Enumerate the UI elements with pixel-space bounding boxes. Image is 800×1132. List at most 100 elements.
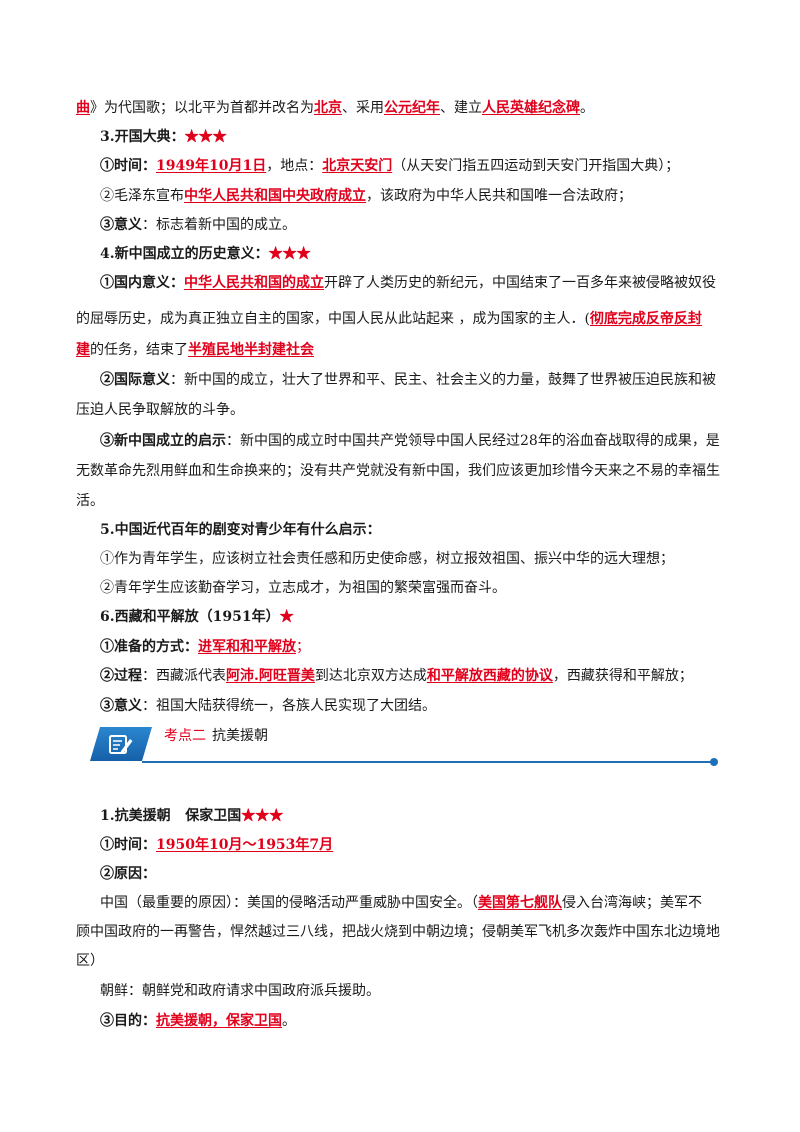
highlight-term: 北京天安门 — [322, 158, 393, 174]
text: ②青年学生应该勤奋学习，立志成才，为祖国的繁荣富强而奋斗。 — [100, 580, 506, 596]
label: ③意义 — [100, 217, 142, 233]
banner-rule — [142, 761, 714, 763]
paragraph-line: 区） — [76, 952, 736, 970]
paragraph-line: ①时间：1950年10月～1953年7月 — [100, 836, 760, 854]
heading-text: 4.新中国成立的历史意义： — [100, 246, 269, 262]
text: ：新中国的成立时中国共产党领导中国人民经过28年的浴血奋战取得的成果，是 — [226, 433, 720, 449]
section-heading: 4.新中国成立的历史意义：★★★ — [100, 245, 760, 263]
notepad-pen-icon — [109, 735, 133, 754]
text: ，地点： — [266, 158, 323, 174]
section-banner: 考点二抗美援朝 — [90, 725, 720, 766]
text: ； — [296, 639, 310, 655]
label: ①国内意义： — [100, 275, 184, 291]
text: （从天安门指五四运动到天安门开指国大典）； — [392, 158, 680, 174]
paragraph-line: 的屈辱历史，成为真正独立自主的国家，中国人民从此站起来 ，成为国家的主人．(彻底… — [76, 310, 736, 328]
text: ①作为青年学生，应该树立社会责任感和历史使命感，树立报效祖国、振兴中华的远大理想… — [100, 551, 674, 567]
highlight-term: 建 — [76, 342, 90, 358]
text: 开辟了人类历史的新纪元，中国结束了一百多年来被侵略被奴役 — [324, 275, 716, 291]
text: 中国（最重要的原因）：美国的侵略活动严重威胁中国安全。（ — [100, 895, 478, 911]
highlight-term: 半殖民地半封建社会 — [188, 342, 314, 358]
paragraph-line: ③意义：祖国大陆获得统一，各族人民实现了大团结。 — [100, 697, 760, 715]
highlight-term: 人民英雄纪念碑 — [482, 100, 580, 116]
paragraph-line: 朝鲜：朝鲜党和政府请求中国政府派兵援助。 — [100, 982, 760, 1000]
text: ：西藏派代表 — [142, 668, 226, 684]
banner-title: 抗美援朝 — [212, 728, 268, 744]
paragraph-line: ①国内意义：中华人民共和国的成立开辟了人类历史的新纪元，中国结束了一百多年来被侵… — [100, 274, 760, 292]
text: ：祖国大陆获得统一，各族人民实现了大团结。 — [142, 698, 436, 714]
highlight-term: 公元纪年 — [384, 100, 440, 116]
highlight-term: 和平解放西藏的协议 — [426, 668, 553, 684]
text: ，该政府为中华人民共和国唯一合法政府； — [366, 188, 632, 204]
highlight-term: 进军和和平解放 — [198, 639, 296, 655]
text: ：新中国的成立，壮大了世界和平、民主、社会主义的力量，鼓舞了世界被压迫民族和被 — [170, 372, 716, 388]
banner-key: 考点二 — [164, 728, 206, 744]
heading-text: 1.抗美援朝 保家卫国 — [100, 808, 242, 824]
banner-label: 考点二抗美援朝 — [164, 727, 268, 745]
paragraph-line: 无数革命先烈用鲜血和生命换来的；没有共产党就没有新中国，我们应该更加珍惜今天来之… — [76, 462, 736, 480]
paragraph-line: ①作为青年学生，应该树立社会责任感和历史使命感，树立报效祖国、振兴中华的远大理想… — [100, 550, 760, 568]
star-rating: ★★★ — [184, 129, 227, 145]
label: ③意义 — [100, 698, 142, 714]
text: 无数革命先烈用鲜血和生命换来的；没有共产党就没有新中国，我们应该更加珍惜今天来之… — [76, 463, 720, 479]
heading-text: 5.中国近代百年的剧变对青少年有什么启示： — [100, 522, 381, 538]
label: ③目的： — [100, 1013, 156, 1029]
paragraph-line: ③新中国成立的启示：新中国的成立时中国共产党领导中国人民经过28年的浴血奋战取得… — [100, 432, 760, 450]
paragraph-line: 建的任务，结束了半殖民地半封建社会 — [76, 341, 736, 359]
heading-text: 3.开国大典： — [100, 129, 185, 145]
paragraph-line: ③目的：抗美援朝，保家卫国。 — [100, 1012, 760, 1030]
highlight-term: 中华人民共和国的成立 — [184, 275, 324, 291]
text: 的任务，结束了 — [90, 342, 188, 358]
text: 区） — [76, 953, 104, 969]
text: 。 — [580, 100, 594, 116]
text: 、采用 — [342, 100, 384, 116]
paragraph-line: ②国际意义：新中国的成立，壮大了世界和平、民主、社会主义的力量，鼓舞了世界被压迫… — [100, 371, 760, 389]
text: ：标志着新中国的成立。 — [142, 217, 296, 233]
highlight-term: 彻底完成反帝反封 — [589, 311, 702, 327]
text: 》为代国歌；以北平为首都并改名为 — [90, 100, 314, 116]
paragraph-line: 活。 — [76, 492, 736, 510]
banner-tab — [90, 727, 152, 761]
highlight-term: 北京 — [314, 100, 342, 116]
paragraph-line: 中国（最重要的原因）：美国的侵略活动严重威胁中国安全。（美国第七舰队侵入台湾海峡… — [100, 894, 760, 912]
label: ②国际意义 — [100, 372, 170, 388]
text: 、建立 — [440, 100, 482, 116]
text: 活。 — [76, 493, 104, 509]
highlight-term: 中华人民共和国中央政府成立 — [184, 188, 366, 204]
highlight-term: 曲 — [76, 100, 90, 116]
highlight-term: 1949年10月1日 — [156, 158, 267, 174]
star-rating: ★★★ — [241, 808, 284, 824]
label: ③新中国成立的启示 — [100, 433, 226, 449]
text: ②毛泽东宣布 — [100, 188, 184, 204]
label: ①时间： — [100, 158, 156, 174]
paragraph-line: 压迫人民争取解放的斗争。 — [76, 401, 736, 419]
paragraph-line: ②原因： — [100, 865, 760, 883]
paragraph-line: ②过程：西藏派代表阿沛.阿旺晋美到达北京双方达成和平解放西藏的协议，西藏获得和平… — [100, 667, 760, 685]
text: 的屈辱历史，成为真正独立自主的国家，中国人民从此站起来 ，成为国家的主人．( — [76, 311, 590, 327]
paragraph-line: ②毛泽东宣布中华人民共和国中央政府成立，该政府为中华人民共和国唯一合法政府； — [100, 187, 760, 205]
paragraph-line: ③意义：标志着新中国的成立。 — [100, 216, 760, 234]
label: ①时间： — [100, 837, 156, 853]
highlight-term: 美国第七舰队 — [478, 895, 562, 911]
paragraph-line: 顾中国政府的一再警告，悍然越过三八线，把战火烧到中朝边境；侵朝美军飞机多次轰炸中… — [76, 923, 736, 941]
section-heading: 3.开国大典：★★★ — [100, 128, 760, 146]
text: ，西藏获得和平解放； — [552, 668, 693, 684]
highlight-term: 阿沛.阿旺晋美 — [226, 668, 315, 684]
star-rating: ★★★ — [268, 246, 311, 262]
banner-dot — [710, 758, 718, 766]
text: 侵入台湾海峡；美军不 — [562, 895, 702, 911]
highlight-term: 1950年10月～1953年7月 — [156, 837, 334, 853]
text: 顾中国政府的一再警告，悍然越过三八线，把战火烧到中朝边境；侵朝美军飞机多次轰炸中… — [76, 924, 720, 940]
section-heading: 1.抗美援朝 保家卫国★★★ — [100, 807, 760, 825]
label: ②过程 — [100, 668, 142, 684]
paragraph-line: ①时间：1949年10月1日，地点：北京天安门（从天安门指五四运动到天安门开指国… — [100, 157, 760, 175]
star-rating: ★ — [279, 609, 294, 625]
text: 压迫人民争取解放的斗争。 — [76, 402, 244, 418]
text: 到达北京双方达成 — [314, 668, 427, 684]
intro-line: 曲》为代国歌；以北平为首都并改名为北京、采用公元纪年、建立人民英雄纪念碑。 — [76, 99, 736, 117]
paragraph-line: ①准备的方式：进军和和平解放； — [100, 638, 760, 656]
section-heading: 5.中国近代百年的剧变对青少年有什么启示： — [100, 521, 760, 539]
text: 朝鲜：朝鲜党和政府请求中国政府派兵援助。 — [100, 983, 380, 999]
text: 。 — [282, 1013, 296, 1029]
paragraph-line: ②青年学生应该勤奋学习，立志成才，为祖国的繁荣富强而奋斗。 — [100, 579, 760, 597]
